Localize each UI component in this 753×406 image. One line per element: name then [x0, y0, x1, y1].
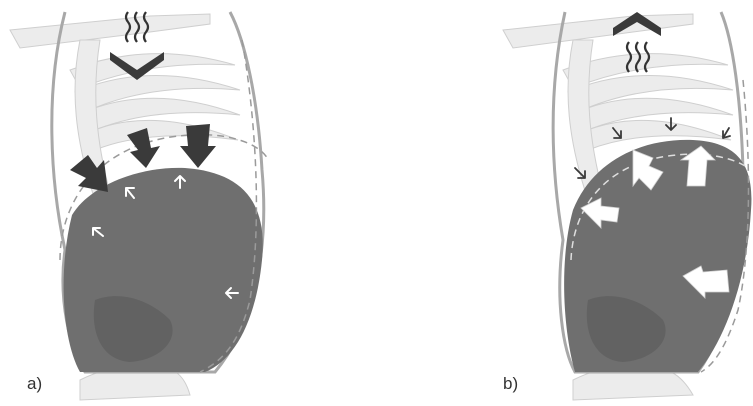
clavicle	[10, 14, 210, 48]
panel-label: b)	[503, 374, 518, 394]
panel-b: b)	[493, 0, 753, 406]
panel-b-illustration	[493, 0, 753, 406]
panel-a: a)	[0, 0, 260, 406]
panel-a-illustration	[0, 0, 300, 406]
small-arrow-icon	[723, 128, 730, 138]
clavicle	[503, 14, 693, 48]
panel-label: a)	[27, 374, 42, 394]
